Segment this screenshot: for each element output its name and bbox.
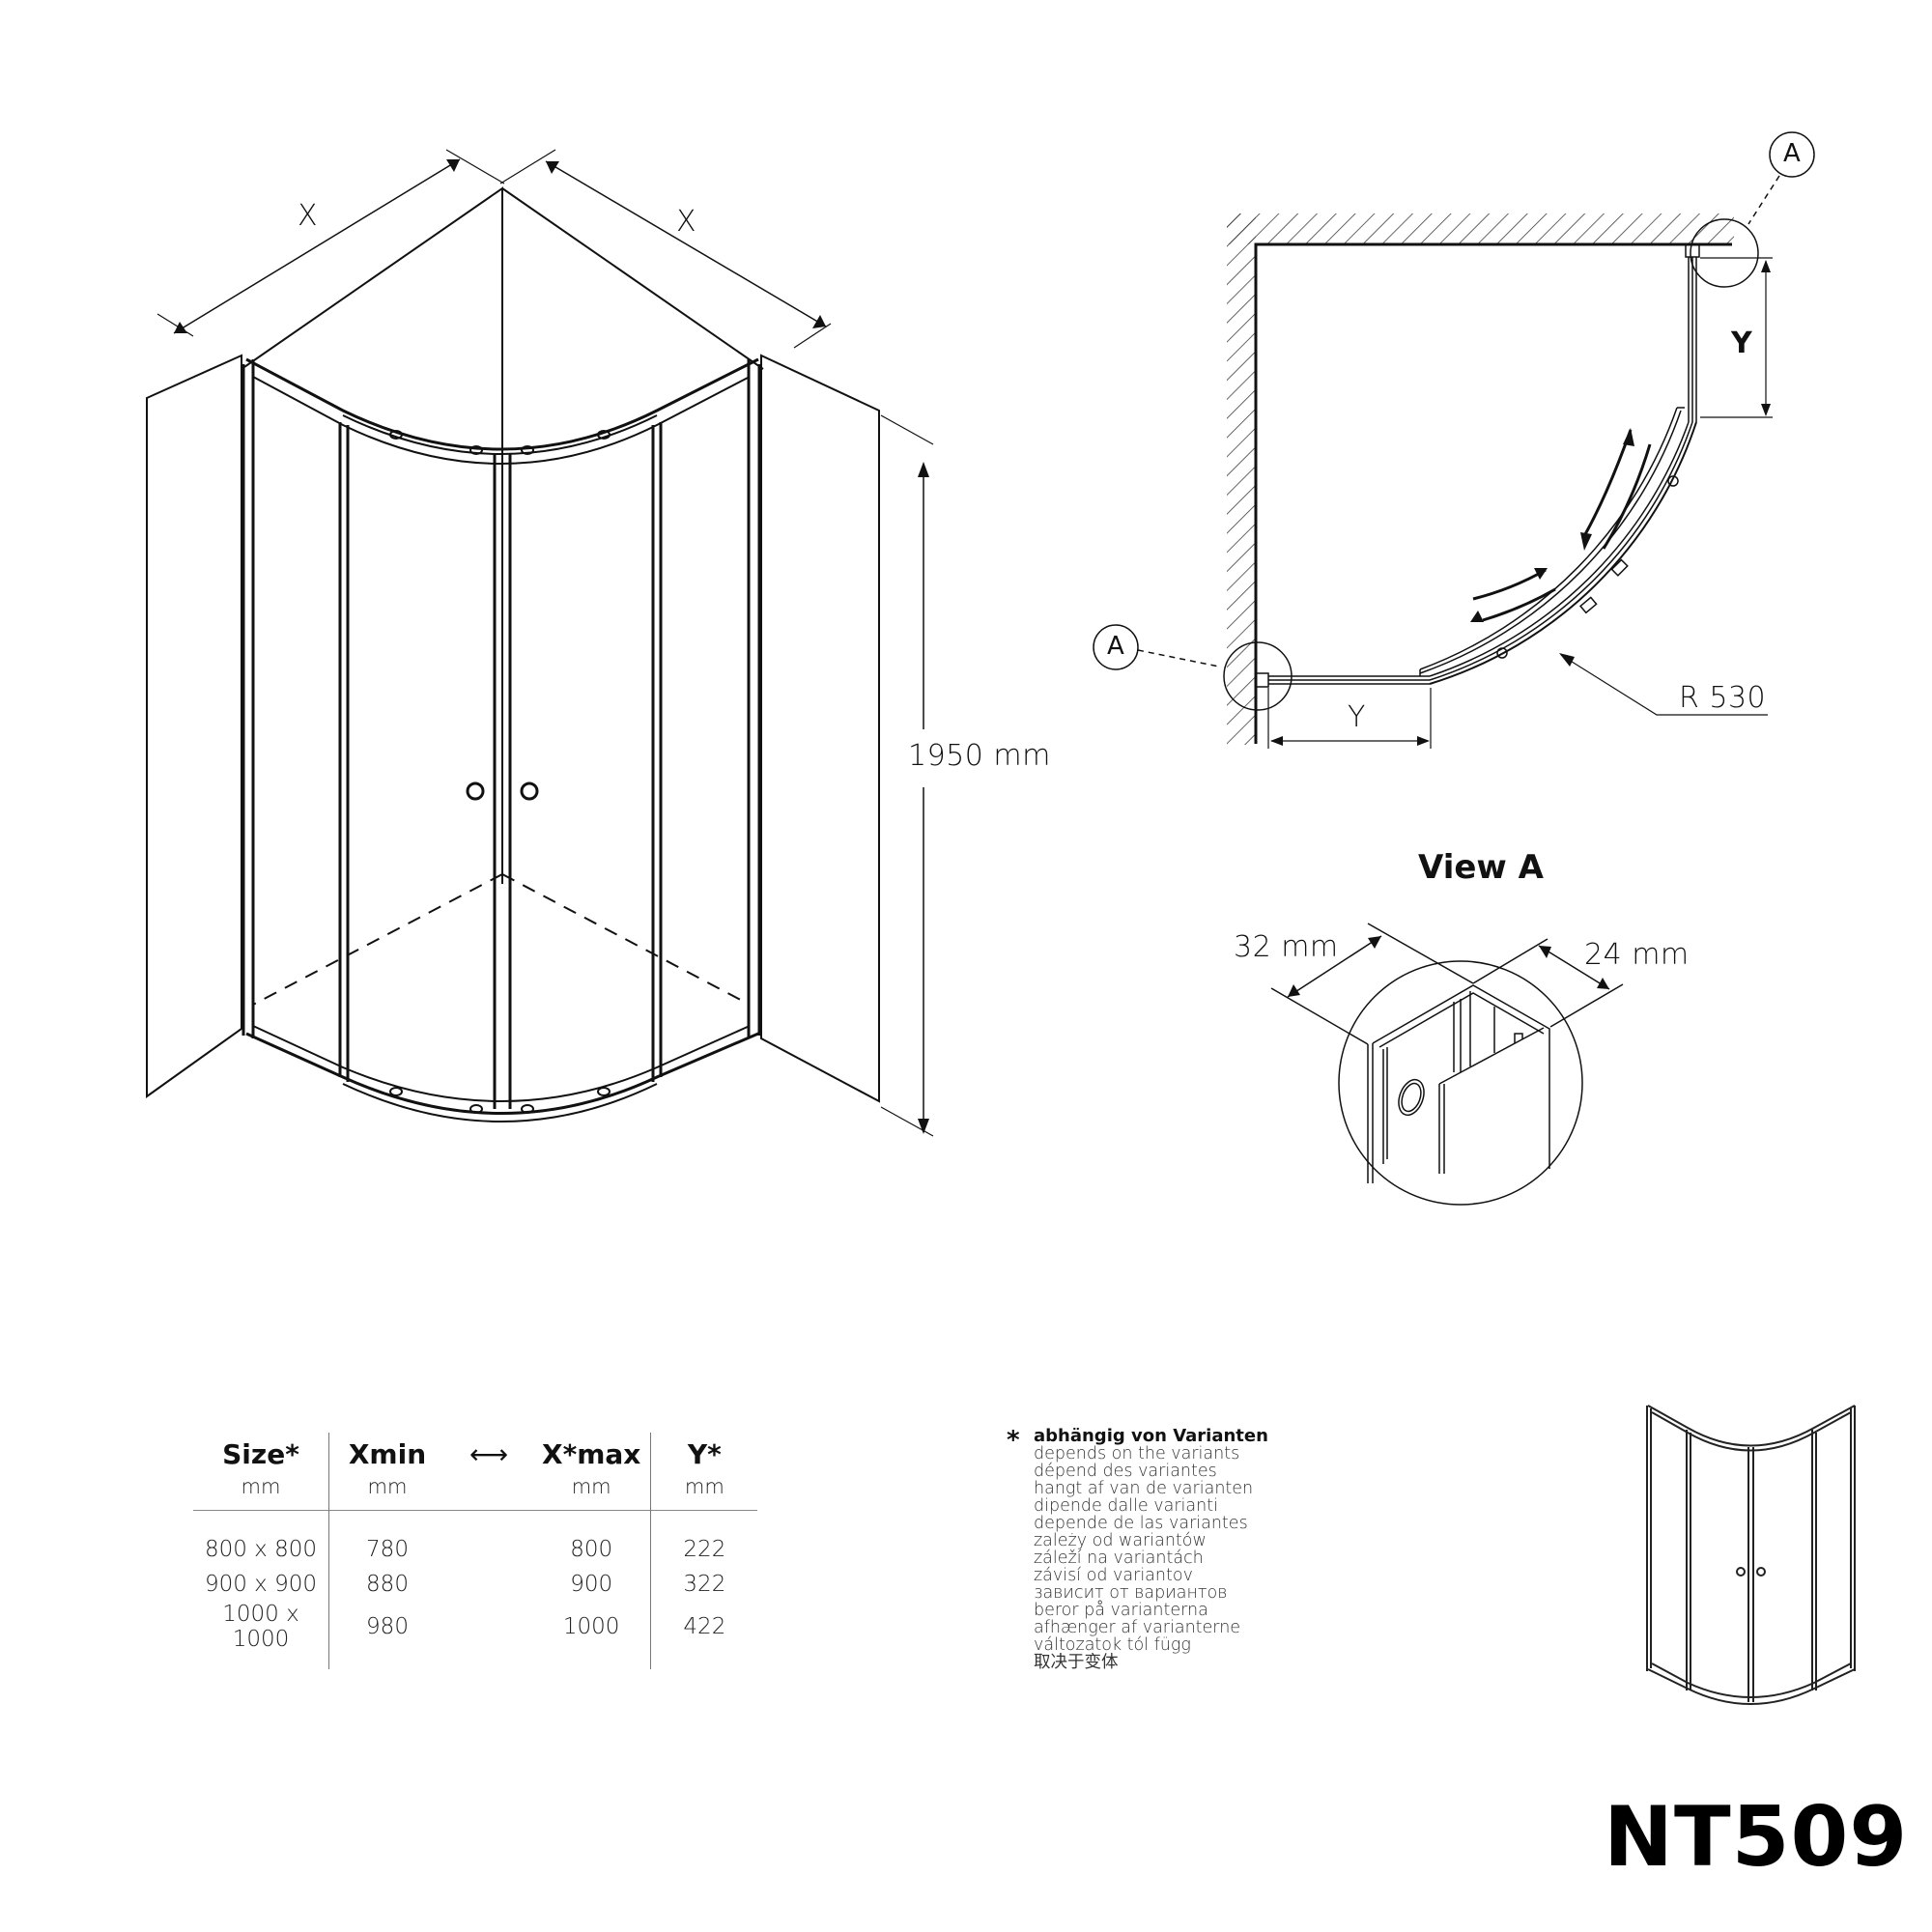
height-label: 1950 mm <box>908 739 1051 773</box>
cell-xmax: 1000 <box>562 1614 620 1639</box>
offset-label-horizontal: Y <box>1348 700 1366 734</box>
right-wall-top <box>501 187 764 370</box>
cell-xmin: 980 <box>328 1602 445 1652</box>
cell-size: 900 x 900 <box>204 1572 318 1597</box>
radius-label: R 530 <box>1679 681 1767 715</box>
footnote-line: dipende dalle varianti <box>1034 1496 1218 1516</box>
footnote-line: depende de las variantes <box>1034 1514 1248 1533</box>
left-wall-panel <box>146 354 242 1098</box>
footnote-line: abhängig von Varianten <box>1034 1426 1268 1446</box>
depth-label: 32 mm <box>1234 930 1339 964</box>
cell-size: 1000 x 1000 <box>222 1602 299 1652</box>
cell-size: 800 x 800 <box>204 1537 318 1562</box>
cell-xmax: 800 <box>570 1537 613 1562</box>
footnote-line: зависит от вариантов <box>1034 1583 1228 1603</box>
cell-y: 222 <box>650 1532 758 1567</box>
cell-y: 422 <box>650 1602 758 1652</box>
right-wall-panel <box>760 354 880 1103</box>
size-table: Size* Xmin ⟷ X*max Y* mm mm mm mm 800 x … <box>193 1433 758 1669</box>
footnote-line: hangt af van de varianten <box>1034 1479 1254 1498</box>
unit-size: mm <box>241 1475 281 1498</box>
door-handle-icons <box>466 781 539 801</box>
table-row: 800 x 800 780 800 222 <box>193 1532 758 1567</box>
offset-label-vertical: Y <box>1731 327 1753 360</box>
table-unit-row: mm mm mm mm <box>193 1475 758 1511</box>
model-code: NT509 <box>1604 1789 1909 1886</box>
width-label-left: X <box>298 199 319 233</box>
footnote-line: változatok tól függ <box>1034 1635 1191 1655</box>
table-row: 900 x 900 880 900 322 <box>193 1567 758 1602</box>
detail-marker-top: A <box>1783 139 1801 168</box>
range-arrow-icon: ⟷ <box>469 1437 509 1470</box>
header-y: Y* <box>650 1433 758 1475</box>
width-label: 24 mm <box>1584 938 1690 972</box>
unit-y: mm <box>650 1475 758 1511</box>
footnote-line: závisí od variantov <box>1034 1566 1193 1585</box>
footnote-line: zależy od wariantów <box>1034 1531 1207 1550</box>
footnote-line: 取决于变体 <box>1034 1653 1119 1672</box>
table-separator <box>193 1510 758 1532</box>
detail-marker-bottom: A <box>1107 632 1124 661</box>
footnote-line: dépend des variantes <box>1034 1462 1217 1481</box>
detail-view-title: View A <box>1418 848 1544 887</box>
footnote-line: afhænger af varianterne <box>1034 1618 1241 1637</box>
asterisk-marker: * <box>1007 1426 1020 1455</box>
cell-y: 322 <box>650 1567 758 1602</box>
unit-xmin: mm <box>328 1475 445 1511</box>
table-row: 1000 x 1000 980 1000 422 <box>193 1602 758 1652</box>
variant-footnote: * abhängig von Varianten depends on the … <box>1007 1426 1268 1672</box>
cell-xmin: 780 <box>328 1532 445 1567</box>
cell-xmin: 880 <box>328 1567 445 1602</box>
table-header-row: Size* Xmin ⟷ X*max Y* <box>193 1433 758 1475</box>
header-xmin: Xmin <box>328 1433 445 1475</box>
footnote-line: depends on the variants <box>1034 1444 1240 1463</box>
unit-xmax: mm <box>571 1475 611 1498</box>
width-label-right: X <box>676 205 697 239</box>
header-size: Size* <box>222 1437 299 1470</box>
footnote-line: beror på varianterna <box>1034 1601 1208 1620</box>
footnote-line: záleží na variantách <box>1034 1548 1204 1568</box>
header-xmax: X*max <box>542 1437 641 1470</box>
cell-xmax: 900 <box>570 1572 613 1597</box>
